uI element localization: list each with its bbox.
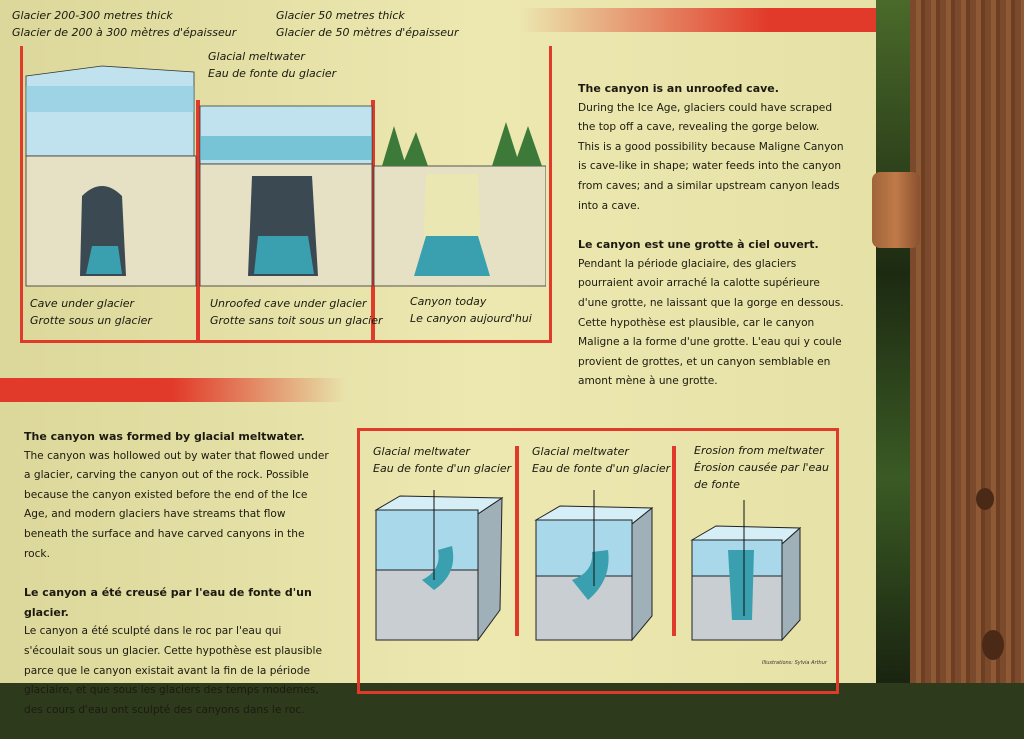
top-illustration-frame bbox=[20, 46, 552, 343]
wooden-post bbox=[910, 0, 1024, 683]
wood-knot bbox=[982, 630, 1004, 660]
wooden-peg bbox=[872, 172, 920, 248]
heading-en: The canyon was formed by glacial meltwat… bbox=[24, 430, 305, 443]
heading-fr: Le canyon a été creusé par l'eau de font… bbox=[24, 586, 312, 619]
cave-illustrations bbox=[25, 65, 546, 287]
caption-meltwater-2: Glacial meltwater Eau de fonte d'un glac… bbox=[532, 445, 671, 475]
illustration-credit: Illustrations: Sylvia Arthur bbox=[762, 660, 827, 666]
panel-divider bbox=[371, 100, 375, 340]
body-fr: Le canyon a été sculpté dans le roc par … bbox=[24, 625, 322, 716]
meltwater-text: The canyon was formed by glacial meltwat… bbox=[24, 427, 332, 739]
cave-under-glacier-drawing bbox=[25, 65, 197, 287]
heading-fr: Le canyon est une grotte à ciel ouvert. bbox=[578, 238, 819, 252]
unroofed-cave-drawing bbox=[199, 105, 373, 287]
block-diagram-3 bbox=[690, 500, 802, 642]
block-diagrams bbox=[374, 490, 802, 642]
block-diagram-2 bbox=[534, 490, 654, 642]
red-accent-bar bbox=[0, 378, 345, 402]
red-accent-bar bbox=[520, 8, 876, 32]
block-diagram-1 bbox=[374, 490, 504, 642]
body-en: The canyon was hollowed out by water tha… bbox=[24, 449, 329, 560]
panel-divider bbox=[672, 446, 676, 636]
caption-erosion: Erosion from meltwater Érosion causée pa… bbox=[694, 444, 830, 491]
unroofed-cave-text: The canyon is an unroofed cave. During t… bbox=[578, 79, 844, 411]
canyon-today-drawing bbox=[373, 122, 546, 287]
background-foliage bbox=[876, 0, 912, 683]
body-fr: Pendant la période glaciaire, des glacie… bbox=[578, 257, 844, 388]
body-en: During the Ice Age, glaciers could have … bbox=[578, 101, 844, 212]
caption-meltwater-1: Glacial meltwater Eau de fonte d'un glac… bbox=[373, 445, 512, 475]
wood-knot bbox=[976, 488, 994, 510]
panel-divider bbox=[196, 100, 200, 340]
heading-en: The canyon is an unroofed cave. bbox=[578, 82, 779, 95]
panel-divider bbox=[515, 446, 519, 636]
